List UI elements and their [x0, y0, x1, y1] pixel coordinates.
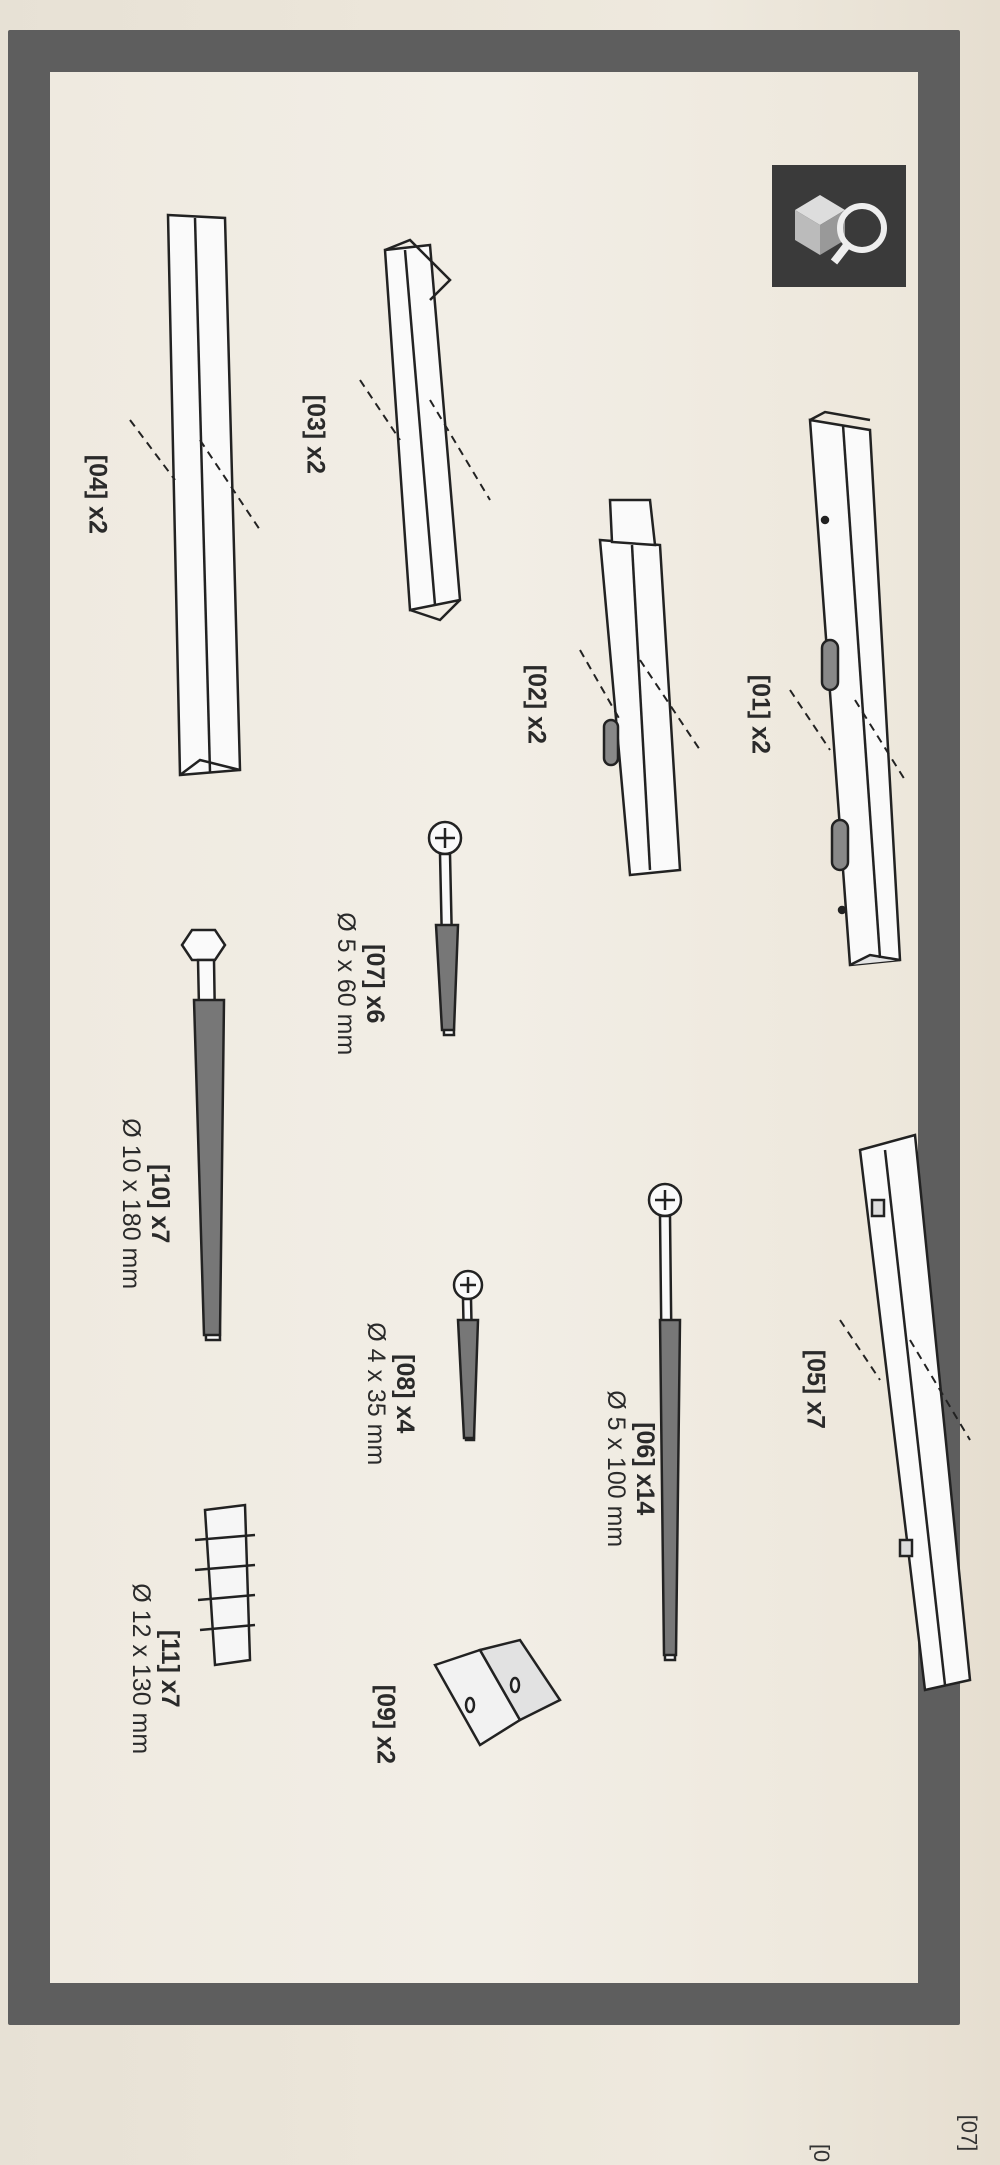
- part-08-drawing: [452, 1269, 484, 1442]
- part-05-drawing: [839, 1133, 972, 1692]
- part-05-label: [05] x7: [801, 1349, 830, 1429]
- box-inspect-icon: [772, 165, 906, 287]
- part-01-drawing: [789, 410, 906, 967]
- part-06-size: Ø 5 x 100 mm: [602, 1390, 630, 1548]
- part-03-label: [03] x2: [301, 394, 330, 474]
- part-04-label: [04] x2: [83, 454, 112, 534]
- part-09-drawing: [433, 1638, 562, 1747]
- part-09-label: [09] x2: [371, 1684, 400, 1764]
- part-06-drawing: [647, 1182, 683, 1662]
- part-10-drawing: [180, 928, 227, 1342]
- part-11-drawing: [194, 1503, 256, 1667]
- part-03-drawing: [359, 238, 491, 622]
- next-page-label: [07]: [956, 2114, 982, 2152]
- part-02-drawing: [579, 498, 701, 877]
- part-07-size: Ø 5 x 60 mm: [332, 912, 360, 1056]
- part-10-size: Ø 10 x 180 mm: [117, 1118, 145, 1290]
- next-page-label-partial: [0: [809, 2143, 835, 2163]
- part-08-size: Ø 4 x 35 mm: [362, 1322, 390, 1466]
- part-07-drawing: [427, 820, 463, 1037]
- part-11-size: Ø 12 x 130 mm: [127, 1583, 155, 1755]
- part-01-label: [01] x2: [746, 674, 775, 754]
- part-02-label: [02] x2: [522, 664, 551, 744]
- part-04-drawing: [129, 213, 261, 777]
